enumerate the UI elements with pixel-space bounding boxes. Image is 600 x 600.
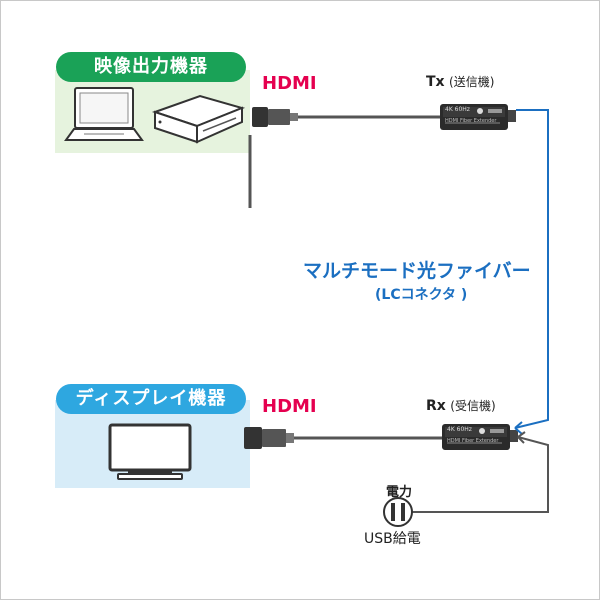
power-label: 電力 [386,485,413,500]
video-player-icon [151,94,246,144]
fiber-title: マルチモード光ファイバー [303,260,531,282]
tx-module-subtext: HDMI Fiber Extender [445,118,497,124]
usb-power-plug-icon [383,497,413,527]
tx-note: (送信機) [449,75,495,89]
rx-module-text: 4K 60Hz [447,426,472,433]
tx-module [440,104,516,130]
rx-code: Rx [426,398,446,414]
fiber-subtitle: (LCコネクタ ) [375,287,468,303]
rx-note: (受信機) [450,399,496,413]
hdmi-cable-bottom [244,427,442,449]
hdmi-cable-top [248,107,440,208]
tx-module-text: 4K 60Hz [445,106,470,113]
hdmi-label-bottom: HDMI [262,396,317,417]
tv-monitor-icon [108,423,192,480]
usb-power-label: USB給電 [364,531,421,547]
hdmi-label-top: HDMI [262,73,317,94]
laptop-icon [64,87,144,141]
rx-module-subtext: HDMI Fiber Extender [447,438,499,444]
power-cable [400,431,549,513]
display-device-label: ディスプレイ機器 [56,384,246,414]
rx-label: Rx (受信機) [426,397,496,414]
rx-module [442,424,518,450]
tx-label: Tx (送信機) [426,73,494,90]
fiber-optic-cable [514,109,549,435]
source-device-label: 映像出力機器 [56,52,246,82]
tx-code: Tx [426,74,445,90]
